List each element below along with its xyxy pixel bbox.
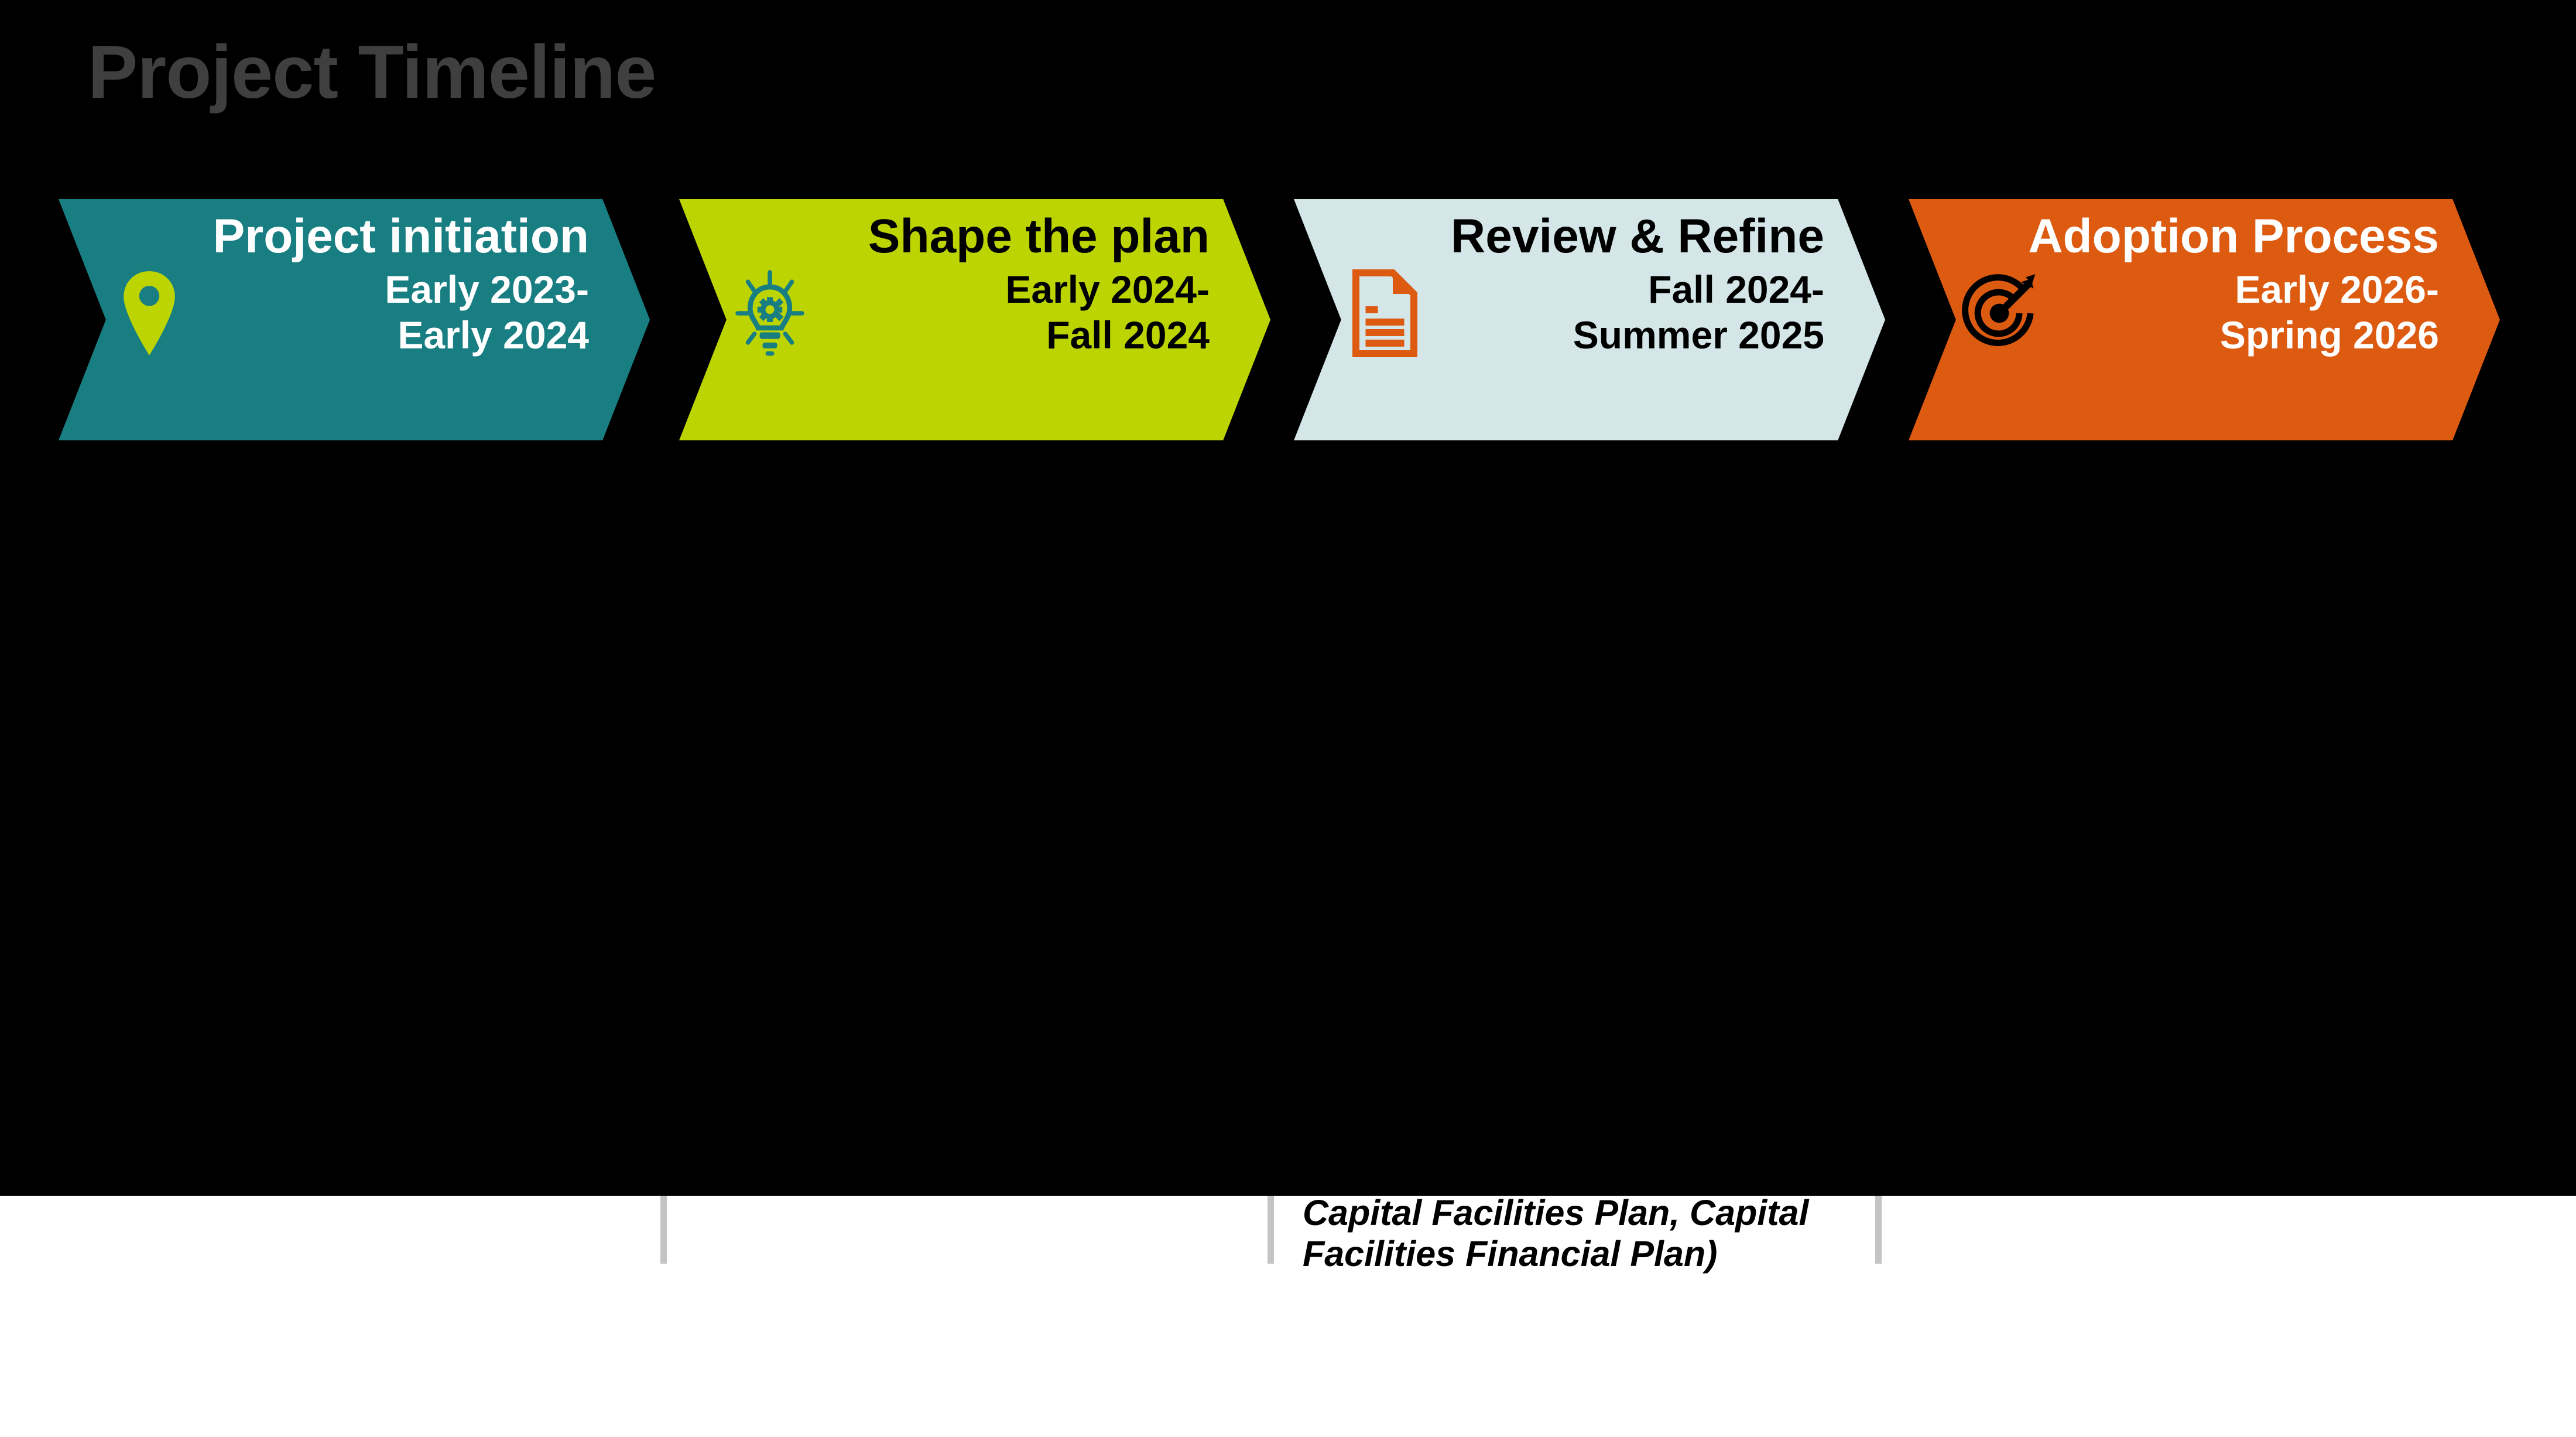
phase-title: Adoption Process [2028,210,2439,263]
phase-date-line-2: Summer 2025 [1573,313,1824,357]
phase-chevron-review-and-refine[interactable]: Review & Refine [1294,199,1885,440]
phase-title: Project initiation [213,210,589,263]
lightbulb-gear-icon [726,267,814,372]
phase-dates: Early 2023- Early 2024 [385,267,609,358]
phase-date-line-1: Fall 2024- [1648,267,1824,311]
location-pin-icon [105,267,193,372]
black-occlusion-overlay [0,0,2576,1196]
phase-date-line-2: Early 2024 [398,313,589,357]
phase-date-line-1: Early 2024- [1005,267,1210,311]
phase-dates: Fall 2024- Summer 2025 [1573,267,1844,358]
phase-date-line-1: Early 2023- [385,267,589,311]
phase-date-line-2: Fall 2024 [1046,313,1210,357]
phase-date-line-2: Spring 2026 [2219,313,2439,357]
target-bullseye-icon [1955,267,2043,372]
phase-title: Shape the plan [868,210,1210,263]
phase-chevron-band: Project initiation Early 2023- Early 202… [0,199,2576,440]
phase-chevron-adoption-process[interactable]: Adoption Process [1909,199,2500,440]
phase-date-line-1: Early 2026- [2235,267,2439,311]
phase-chevron-project-initiation[interactable]: Project initiation Early 2023- Early 202… [59,199,650,440]
phase-dates: Early 2026- Spring 2026 [2220,267,2459,358]
phase-dates: Early 2024- Fall 2024 [1005,267,1229,358]
document-icon [1341,267,1429,372]
page-title: Project Timeline [88,30,656,114]
phase-title: Review & Refine [1451,210,1824,263]
phase-chevron-shape-the-plan[interactable]: Shape the plan [679,199,1270,440]
